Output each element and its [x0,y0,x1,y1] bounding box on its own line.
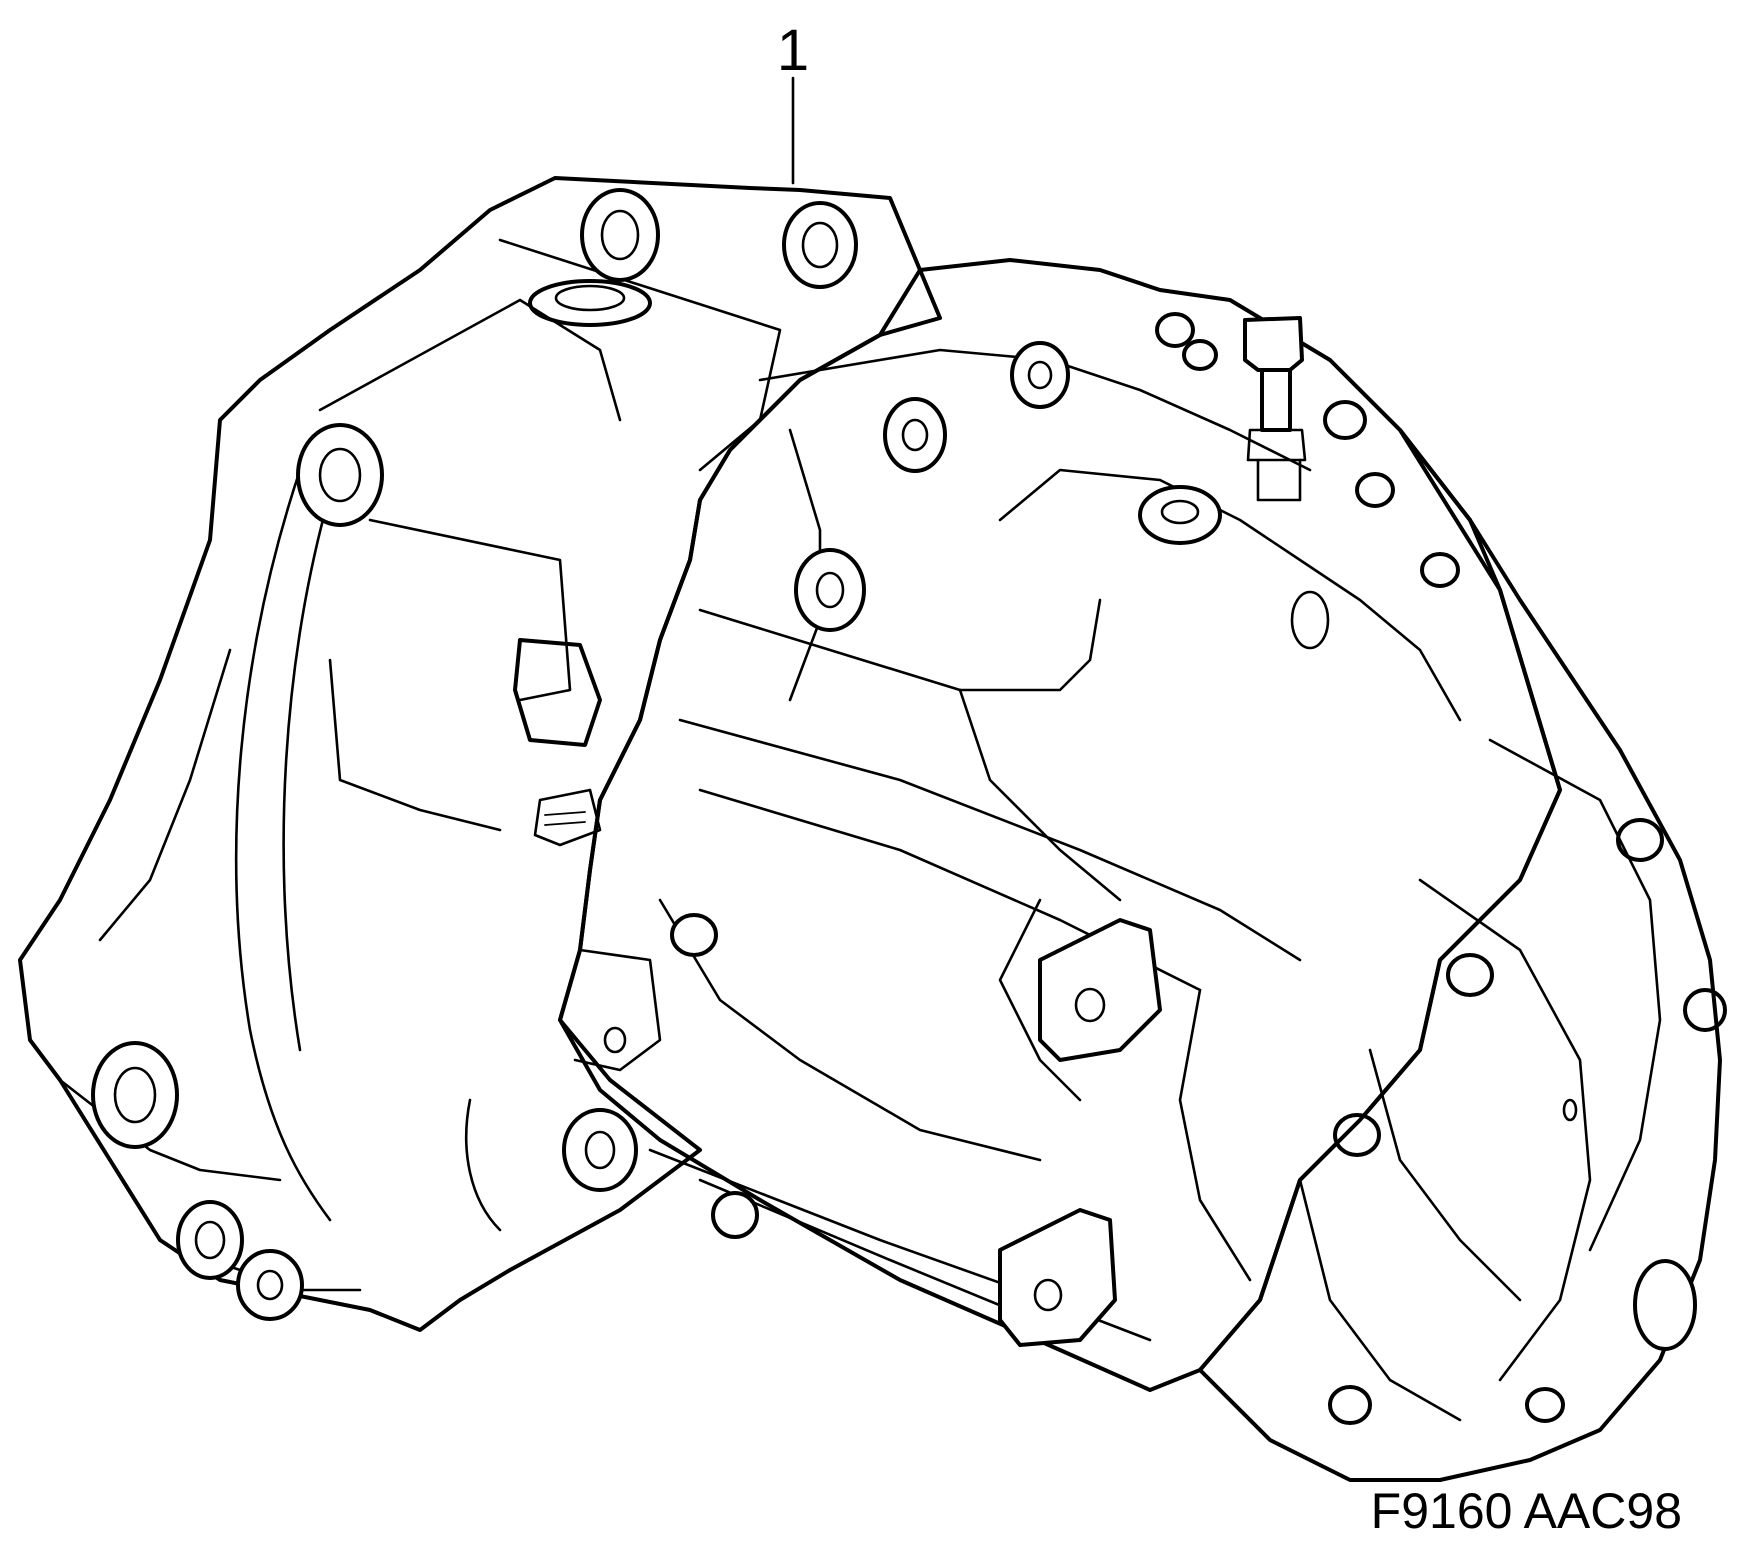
figure-code: F9160 AAC98 [1371,1483,1682,1539]
end-cover [1198,428,1722,1482]
callout-1-label: 1 [777,18,809,83]
bell-housing [18,176,942,1332]
gearbox-case [558,258,1727,1425]
